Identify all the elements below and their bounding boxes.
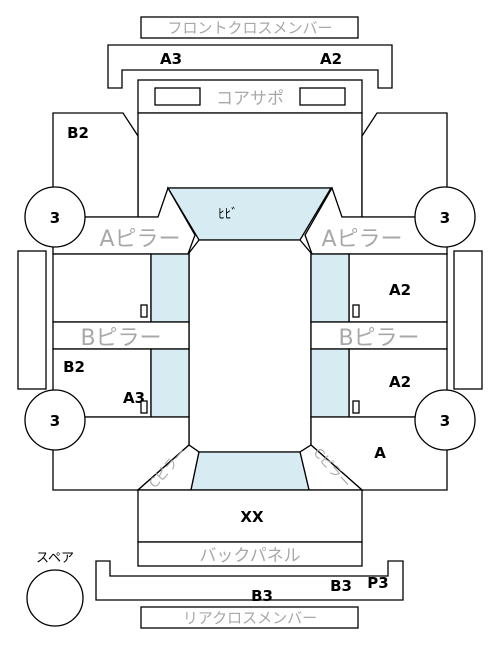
right-a-pillar-label: Aピラー xyxy=(321,227,402,252)
rear-bumper xyxy=(95,560,404,601)
right-rear-wheel-grade: 3 xyxy=(440,412,450,430)
right-rear-quarter-grade: A xyxy=(374,444,386,462)
left-rear-window xyxy=(150,348,190,418)
back-panel-label: バックパネル xyxy=(199,546,300,566)
right-b-pillar xyxy=(310,321,448,350)
rear-bumper-grade-b3: B3 xyxy=(330,577,352,595)
left-rear-door-grade-small: A3 xyxy=(123,389,145,407)
right-rear-window xyxy=(310,348,350,418)
left-rear-door-grade: B2 xyxy=(63,358,85,376)
front-bumper-grade-left: A3 xyxy=(160,50,182,68)
front-bumper-grade-right: A2 xyxy=(320,50,342,68)
left-front-door xyxy=(52,253,152,323)
rear-window xyxy=(190,451,310,491)
left-front-door-handle xyxy=(140,304,148,318)
left-b-pillar-label: Bピラー xyxy=(80,326,161,351)
right-b-pillar-label: Bピラー xyxy=(338,326,419,351)
trunk-lid xyxy=(137,489,363,543)
left-headlight xyxy=(154,87,201,106)
core-support-label: コアサポ xyxy=(216,89,284,109)
rear-bumper-grade-p3: P3 xyxy=(367,574,388,592)
left-rear-wheel xyxy=(24,389,86,451)
trunk-grade: XX xyxy=(240,508,264,526)
front-cross-member-label: フロントクロスメンバー xyxy=(167,19,332,37)
left-side-sill xyxy=(17,250,47,390)
right-front-door xyxy=(348,253,448,323)
left-front-wheel xyxy=(24,186,86,248)
spare-tire-label: スペア xyxy=(36,551,74,566)
back-panel-box xyxy=(137,541,363,567)
left-front-fender-grade: B2 xyxy=(67,124,89,142)
left-a-pillar-label: Aピラー xyxy=(99,227,180,252)
rear-bumper-grade-b3-small: B3 xyxy=(251,587,273,605)
right-front-door-handle xyxy=(352,304,360,318)
right-front-window xyxy=(310,253,350,323)
right-rear-door-grade: A2 xyxy=(389,373,411,391)
rear-cross-member-box xyxy=(140,606,359,629)
front-cross-member-box xyxy=(140,16,359,39)
roof xyxy=(188,239,312,453)
left-b-pillar xyxy=(52,321,190,350)
right-front-wheel-grade: 3 xyxy=(440,209,450,227)
right-rear-door-handle xyxy=(352,400,360,414)
rear-cross-member-label: リアクロスメンバー xyxy=(183,609,317,627)
left-front-window xyxy=(150,253,190,323)
front-bumper xyxy=(107,44,393,89)
right-headlight xyxy=(299,87,346,106)
left-rear-door-handle xyxy=(140,400,148,414)
right-front-door-grade: A2 xyxy=(389,281,411,299)
left-front-wheel-grade: 3 xyxy=(50,209,60,227)
spare-tire xyxy=(26,569,84,627)
right-front-wheel xyxy=(414,186,476,248)
left-rear-wheel-grade: 3 xyxy=(50,412,60,430)
right-side-sill xyxy=(453,250,483,390)
right-rear-wheel xyxy=(414,389,476,451)
windshield-label: ﾋﾋﾞ xyxy=(218,207,238,222)
